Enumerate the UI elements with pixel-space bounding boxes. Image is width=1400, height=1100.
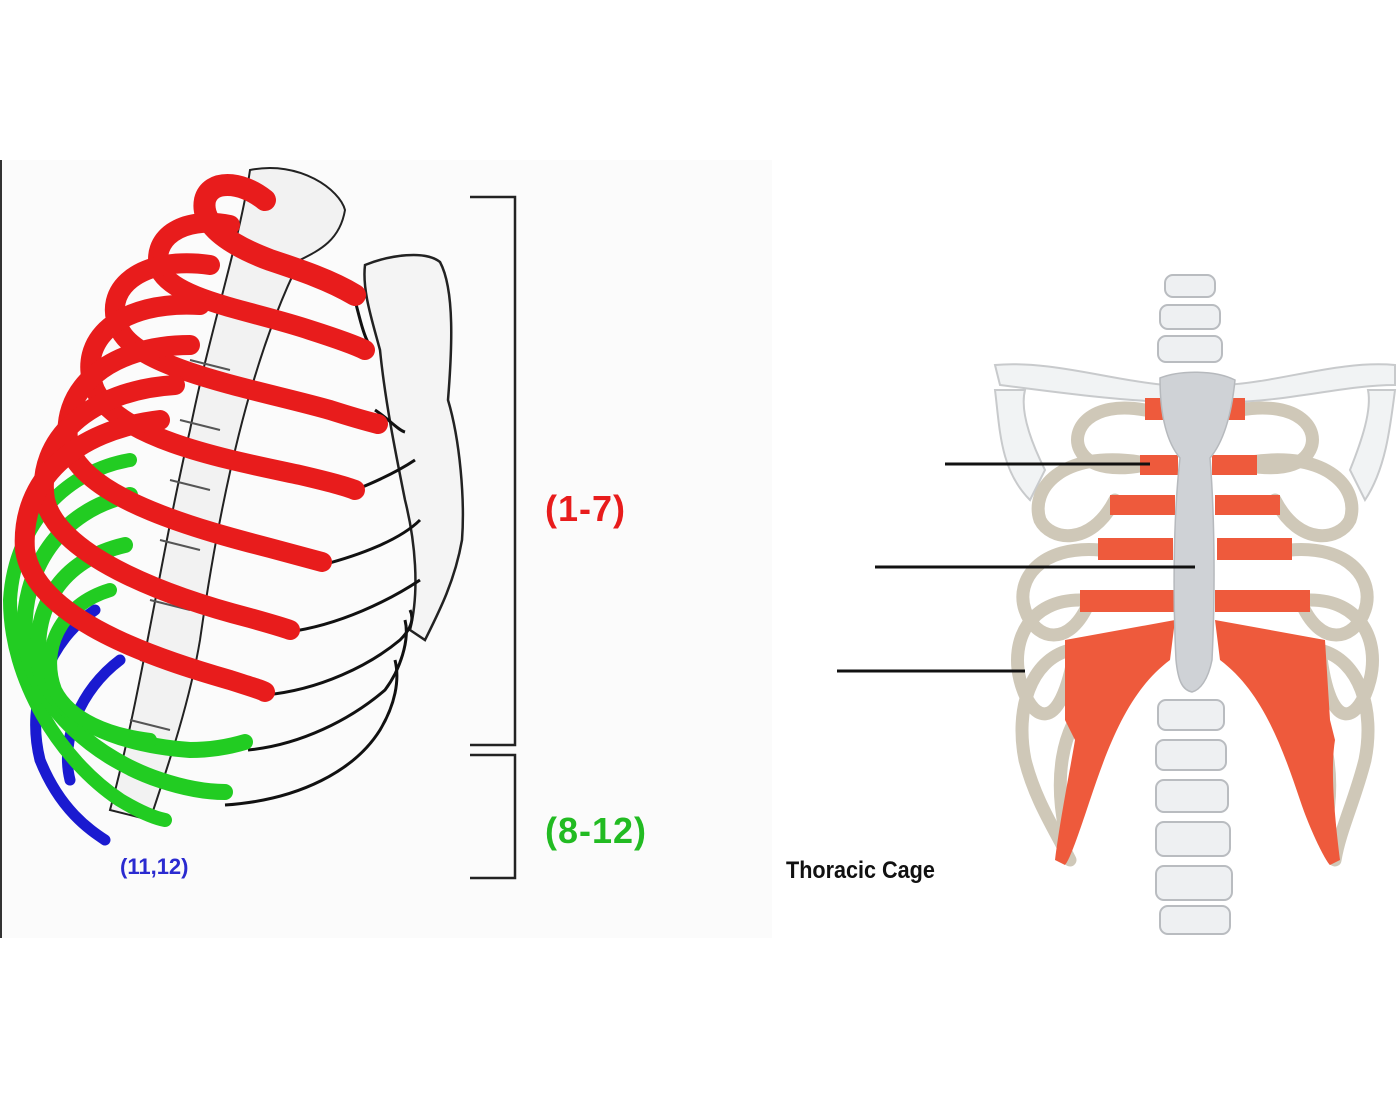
diagram-caption: Thoracic Cage <box>786 857 935 884</box>
costal-cartilage <box>1055 398 1340 865</box>
true-ribs <box>14 174 388 702</box>
floating-ribs-label: (11,12) <box>120 854 189 879</box>
cartilage-outlines <box>224 299 422 807</box>
anterior-spine <box>1155 274 1233 935</box>
rib-group-brackets <box>470 195 517 880</box>
sternum <box>1159 371 1236 693</box>
false-ribs-label: (8-12) <box>545 810 648 851</box>
clavicles <box>993 363 1397 502</box>
panel-border <box>0 160 2 938</box>
true-ribs-label: (1-7) <box>545 488 627 529</box>
sternum-lateral <box>363 253 465 642</box>
pointer-lines <box>837 462 1195 673</box>
